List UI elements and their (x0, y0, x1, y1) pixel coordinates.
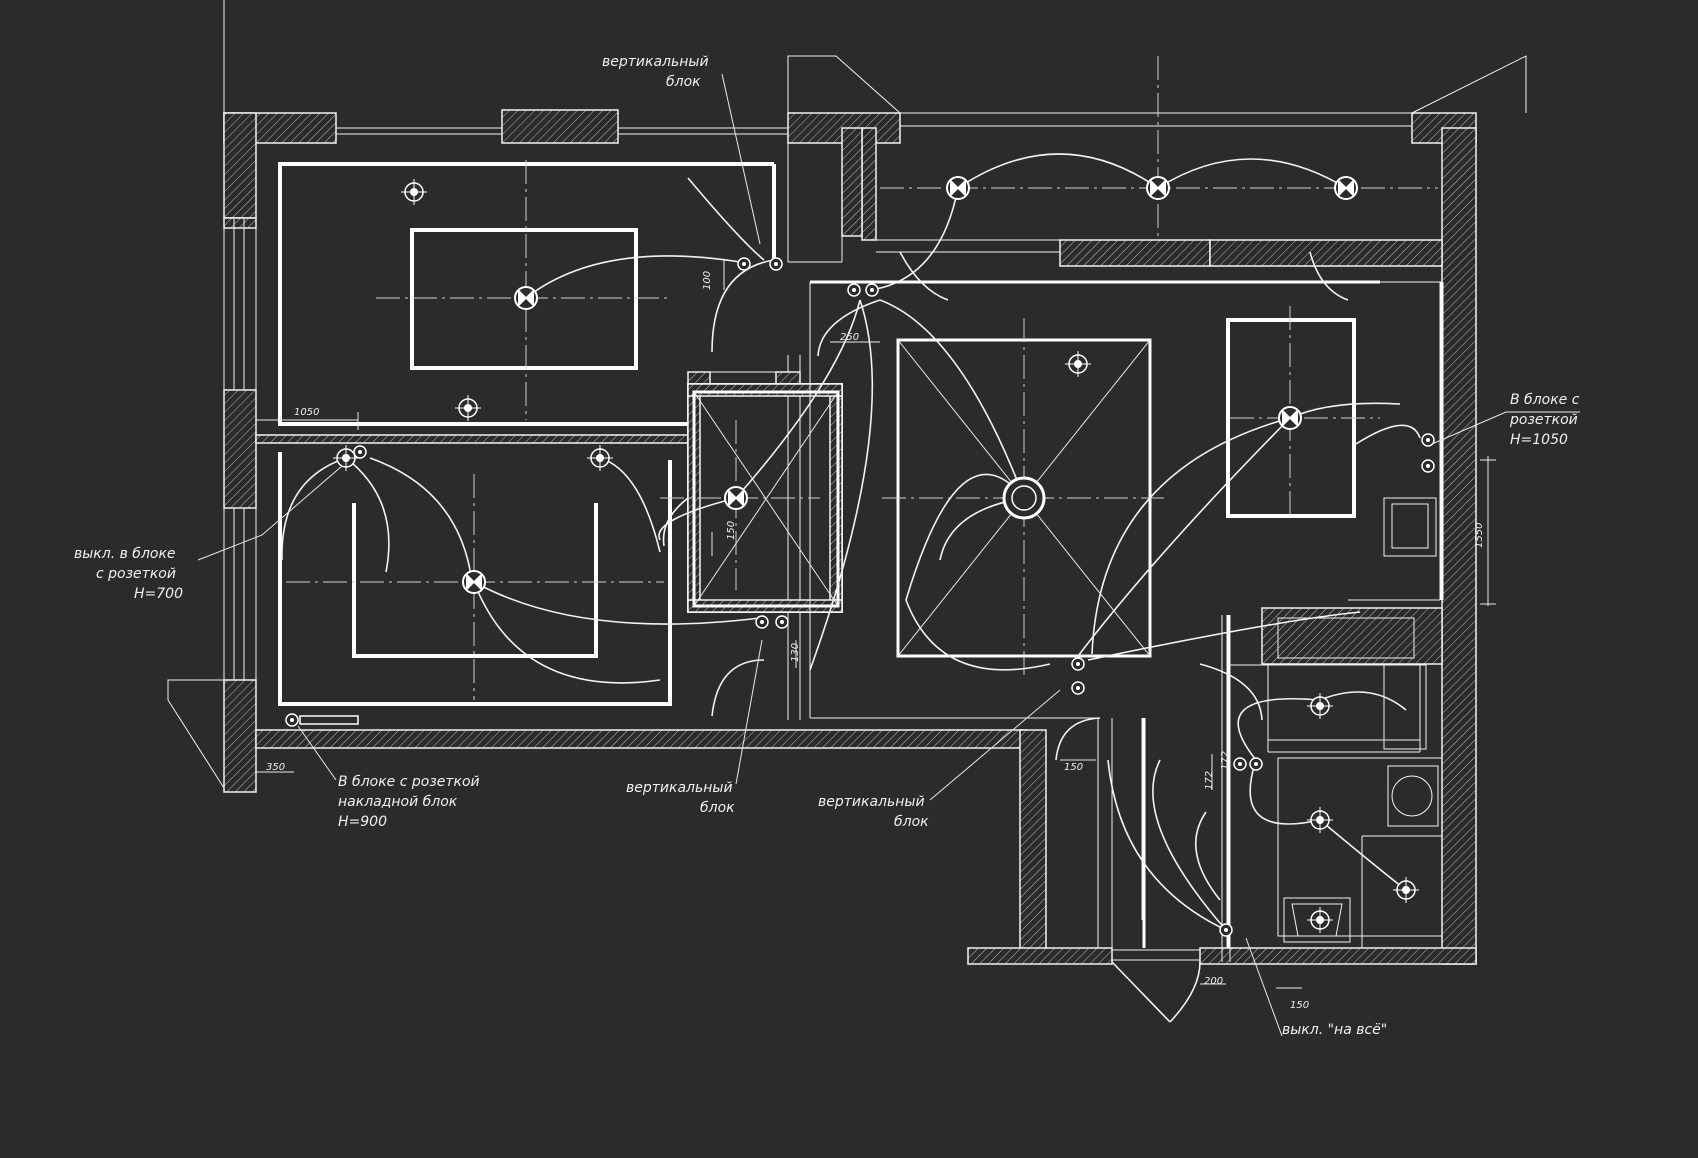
switch-icon (775, 615, 789, 629)
door-swings (662, 251, 1349, 761)
switch-icon (769, 257, 783, 271)
vertical-block-label-right: вертикальный (818, 794, 925, 810)
spot-light-icon (1306, 806, 1334, 834)
dim-1550: 1550 (1474, 523, 1485, 548)
ceiling-light-icon (1278, 406, 1302, 430)
switch-icon (353, 445, 367, 459)
overlay-block-label-2: накладной блок (338, 794, 458, 810)
overlay-block-label-1: В блоке с розеткой (338, 774, 480, 790)
vertical-block-label-top: вертикальный (602, 54, 709, 70)
annotations: вертикальный блок выкл. в блоке с розетк… (74, 54, 1580, 1038)
switch-socket-label-2: с розеткой (96, 566, 176, 582)
dimension-labels: 1050 100 250 150 130 350 150 1550 172 17… (266, 271, 1485, 1011)
dim-250: 250 (840, 332, 859, 343)
dim-200: 200 (1204, 976, 1223, 987)
dim-172-a: 172 (1204, 771, 1215, 790)
dim-172-b: 172 (1220, 751, 1231, 770)
spot-light-icon (1064, 350, 1092, 378)
ceiling-light-icon (1146, 176, 1170, 200)
dim-350: 350 (266, 762, 285, 773)
dim-150-c: 150 (1290, 1000, 1309, 1011)
leader-lines (197, 73, 1580, 1037)
switch-icon (1071, 681, 1085, 695)
dim-130: 130 (790, 643, 801, 662)
vertical-block-label-mid-2: блок (700, 800, 735, 816)
wiring-arcs (281, 153, 1421, 931)
spot-light-icon (1392, 876, 1420, 904)
fixtures (285, 176, 1435, 937)
switch-icon (737, 257, 751, 271)
switch-icon (1233, 757, 1247, 771)
vertical-block-label-top-2: блок (666, 74, 701, 90)
dim-150-a: 150 (726, 521, 737, 540)
switch-socket-label-1: выкл. в блоке (74, 546, 176, 562)
master-switch-label: выкл. "на всё" (1282, 1022, 1387, 1038)
dim-150-b: 150 (1064, 762, 1083, 773)
exterior-walls (167, 0, 1527, 1023)
chandelier-icon (1002, 476, 1046, 520)
switch-socket-label-3: H=700 (134, 586, 183, 602)
switch-icon (1249, 757, 1263, 771)
overlay-block-label-3: H=900 (338, 814, 387, 830)
spot-light-icon (454, 394, 482, 422)
spot-light-icon (586, 444, 614, 472)
socket-icon (1421, 459, 1435, 473)
socket-icon (285, 713, 299, 727)
spot-light-icon (1306, 906, 1334, 934)
block-socket-label-3: H=1050 (1510, 432, 1568, 448)
switch-icon (755, 615, 769, 629)
ceiling-light-icon (514, 286, 538, 310)
block-socket-label-2: розеткой (1509, 412, 1578, 428)
ceiling-light-icon (724, 486, 748, 510)
switch-icon (1071, 657, 1085, 671)
switch-icon (865, 283, 879, 297)
dimension-lines (255, 260, 1496, 989)
dim-1050: 1050 (294, 407, 319, 418)
ceiling-light-icon (462, 570, 486, 594)
switch-icon (847, 283, 861, 297)
block-socket-label-1: В блоке с (1510, 392, 1580, 408)
vertical-block-label-mid: вертикальный (626, 780, 733, 796)
spot-light-icon (400, 178, 428, 206)
ceiling-contours (278, 162, 1444, 948)
dim-100: 100 (702, 271, 713, 290)
ceiling-light-icon (946, 176, 970, 200)
vertical-block-label-right-2: блок (894, 814, 929, 830)
ceiling-light-icon (1334, 176, 1358, 200)
switch-icon (1219, 923, 1233, 937)
